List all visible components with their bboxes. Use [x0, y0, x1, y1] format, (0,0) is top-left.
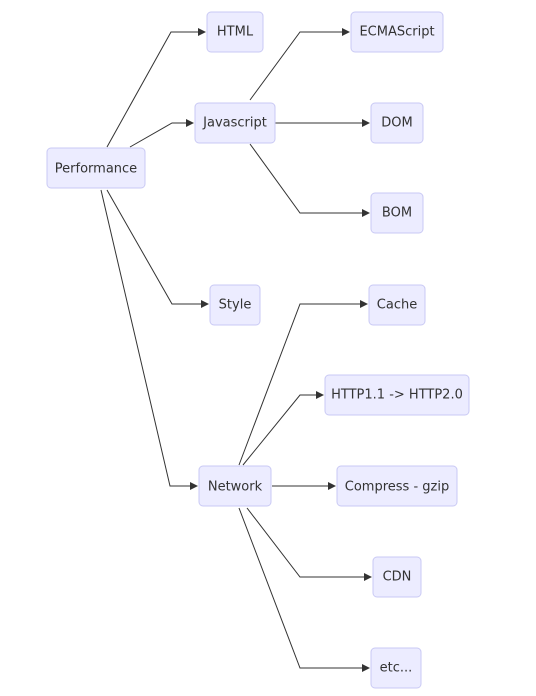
edge-network-cache	[238, 300, 368, 466]
node-compress[interactable]: Compress - gzip	[336, 465, 458, 507]
edge-javascript-bom	[249, 143, 370, 217]
edge-performance-network	[100, 189, 198, 490]
edge-performance-style	[106, 189, 209, 308]
node-etc-label: etc...	[380, 661, 413, 676]
node-javascript-label: Javascript	[202, 116, 267, 131]
edges	[100, 28, 372, 672]
node-style[interactable]: Style	[209, 284, 261, 326]
node-performance[interactable]: Performance	[46, 147, 146, 189]
node-network-label: Network	[208, 480, 263, 495]
node-cache[interactable]: Cache	[368, 284, 426, 326]
node-network[interactable]: Network	[198, 465, 272, 507]
edge-network-http	[242, 391, 324, 466]
node-dom[interactable]: DOM	[370, 102, 424, 144]
node-cdn-label: CDN	[383, 570, 412, 585]
node-performance-label: Performance	[55, 162, 137, 177]
node-html[interactable]: HTML	[206, 11, 264, 53]
node-etc[interactable]: etc...	[370, 647, 422, 689]
node-bom-label: BOM	[382, 206, 412, 221]
node-javascript[interactable]: Javascript	[194, 102, 276, 144]
node-compress-label: Compress - gzip	[345, 480, 449, 495]
node-http-label: HTTP1.1 -> HTTP2.0	[331, 388, 463, 403]
edge-network-etc	[238, 507, 370, 672]
node-html-label: HTML	[217, 25, 254, 40]
edge-performance-html	[106, 28, 206, 148]
node-http[interactable]: HTTP1.1 -> HTTP2.0	[324, 374, 470, 416]
node-cdn[interactable]: CDN	[372, 556, 422, 598]
edge-network-cdn	[246, 507, 372, 581]
edge-performance-javascript	[129, 119, 194, 148]
node-cache-label: Cache	[377, 298, 417, 313]
node-ecmascript[interactable]: ECMAScript	[350, 11, 444, 53]
node-style-label: Style	[219, 298, 252, 313]
node-dom-label: DOM	[381, 116, 412, 131]
node-ecmascript-label: ECMAScript	[359, 25, 434, 40]
edge-javascript-ecmascript	[249, 28, 350, 101]
node-bom[interactable]: BOM	[370, 192, 424, 234]
